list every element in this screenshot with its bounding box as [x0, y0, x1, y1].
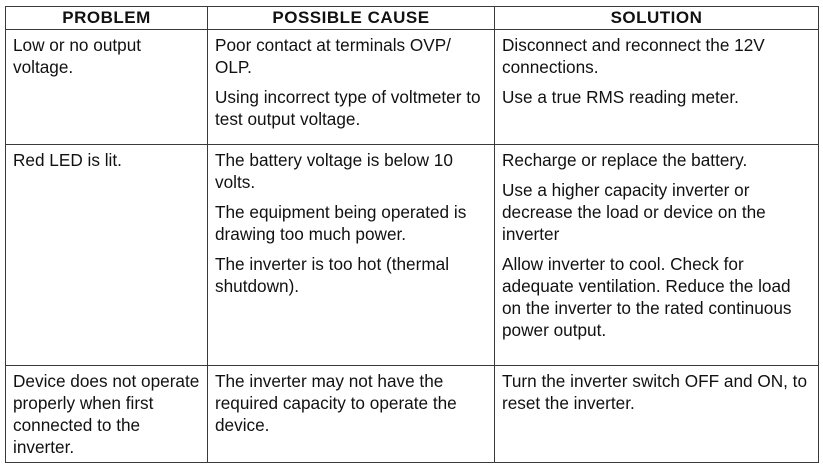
troubleshooting-table: PROBLEM POSSIBLE CAUSE SOLUTION Low or n…	[5, 6, 819, 463]
cause-text: The battery voltage is below 10 volts.	[215, 150, 453, 192]
cause-text: The inverter is too hot (thermal shutdow…	[215, 254, 450, 296]
table-row: Low or no output voltage. Poor contact a…	[5, 29, 819, 145]
solution-text: Allow inverter to cool. Check for adequa…	[502, 254, 792, 340]
solution-cell: Recharge or replace the battery. Use a h…	[494, 144, 819, 366]
cause-text: Using incorrect type of voltmeter to tes…	[215, 87, 481, 129]
cause-cell: The battery voltage is below 10 volts. T…	[207, 144, 495, 366]
header-possible-cause: POSSIBLE CAUSE	[207, 6, 495, 30]
table-header: PROBLEM POSSIBLE CAUSE SOLUTION	[5, 6, 819, 30]
problem-cell: Red LED is lit.	[5, 144, 208, 366]
table-body: Low or no output voltage. Poor contact a…	[5, 29, 819, 463]
problem-cell: Device does not operate properly when fi…	[5, 365, 208, 463]
table-row: Device does not operate properly when fi…	[5, 365, 819, 463]
solution-text: Use a higher capacity inverter or decrea…	[502, 180, 766, 244]
solution-text: Recharge or replace the battery.	[502, 150, 748, 170]
problem-cell: Low or no output voltage.	[5, 29, 208, 145]
cause-text: The equipment being operated is drawing …	[215, 202, 467, 244]
solution-cell: Turn the inverter switch OFF and ON, to …	[494, 365, 819, 463]
header-row: PROBLEM POSSIBLE CAUSE SOLUTION	[5, 6, 819, 30]
cause-text: The inverter may not have the required c…	[215, 371, 457, 435]
cause-cell: The inverter may not have the required c…	[207, 365, 495, 463]
solution-cell: Disconnect and reconnect the 12V connect…	[494, 29, 819, 145]
cause-text: Poor contact at terminals OVP/ OLP.	[215, 35, 451, 77]
header-problem: PROBLEM	[5, 6, 208, 30]
solution-text: Disconnect and reconnect the 12V connect…	[502, 35, 765, 77]
solution-text: Use a true RMS reading meter.	[502, 87, 739, 107]
solution-text: Turn the inverter switch OFF and ON, to …	[502, 371, 808, 413]
table-row: Red LED is lit. The battery voltage is b…	[5, 144, 819, 366]
header-solution: SOLUTION	[494, 6, 819, 30]
cause-cell: Poor contact at terminals OVP/ OLP. Usin…	[207, 29, 495, 145]
